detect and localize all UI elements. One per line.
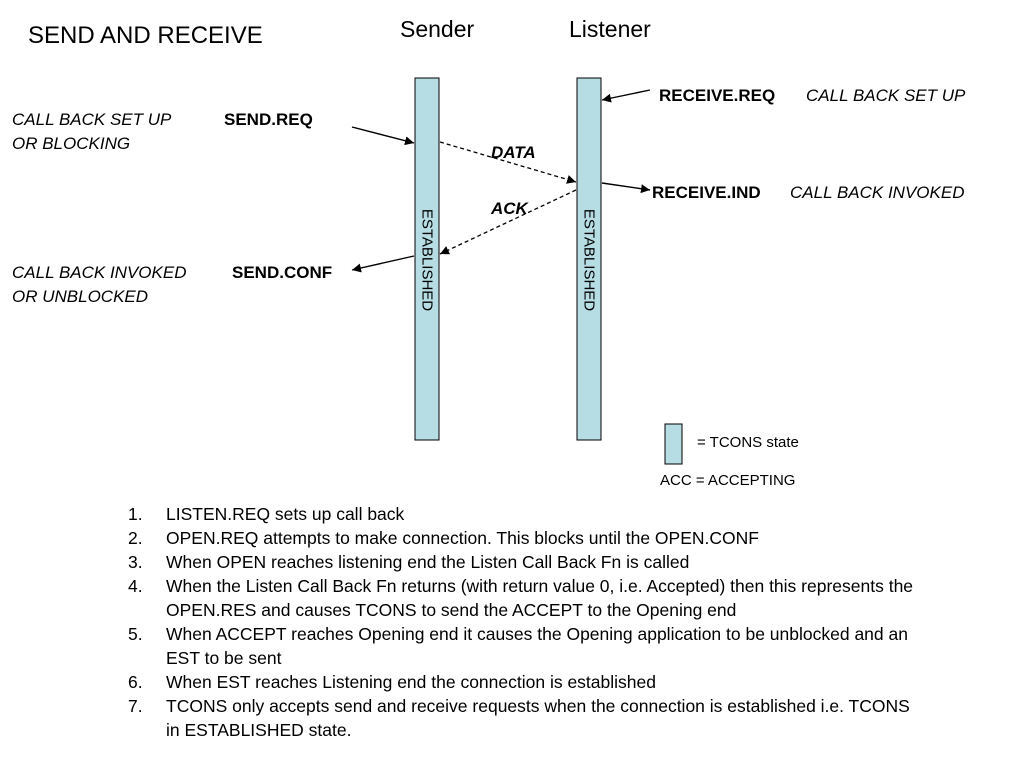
send-req-note-line2: OR BLOCKING <box>12 134 131 153</box>
listener-header: Listener <box>569 16 651 42</box>
send-req-note-line1: CALL BACK SET UP <box>12 110 172 129</box>
list-item: 7. TCONS only accepts send and receive re… <box>128 694 918 742</box>
note-number: 5. <box>128 624 143 644</box>
legend-swatch <box>664 423 683 465</box>
send-req-label: SEND.REQ <box>224 110 313 129</box>
note-number: 7. <box>128 696 143 716</box>
send-conf-note-line1: CALL BACK INVOKED <box>12 263 187 282</box>
notes-list: 1. LISTEN.REQ sets up call back 2. OPEN.RE… <box>128 502 918 742</box>
diagram-title: SEND AND RECEIVE <box>28 22 263 49</box>
note-number: 6. <box>128 672 143 692</box>
list-item: 1. LISTEN.REQ sets up call back <box>128 502 918 526</box>
receive-req-note: CALL BACK SET UP <box>806 86 966 105</box>
list-item: 2. OPEN.REQ attempts to make connection. … <box>128 526 918 550</box>
data-message-arrow <box>439 141 577 184</box>
sender-established-label: ESTABLISHED <box>418 208 436 312</box>
sender-state-bar <box>414 77 440 441</box>
note-text: When OPEN reaches listening end the List… <box>166 552 690 572</box>
note-number: 3. <box>128 552 143 572</box>
note-text: TCONS only accepts send and receive requ… <box>166 696 910 740</box>
listener-established-label: ESTABLISHED <box>580 208 598 312</box>
list-item: 3. When OPEN reaches listening end the Li… <box>128 550 918 574</box>
note-number: 4. <box>128 576 143 596</box>
list-item: 5. When ACCEPT reaches Opening end it cau… <box>128 622 918 670</box>
receive-ind-label: RECEIVE.IND <box>652 183 761 202</box>
send-req-arrow <box>351 126 415 146</box>
ack-message-label: ACK <box>491 199 528 218</box>
send-conf-note-line2: OR UNBLOCKED <box>12 287 149 306</box>
note-text: When EST reaches Listening end the conne… <box>166 672 656 692</box>
note-number: 1. <box>128 504 143 524</box>
receive-ind-note: CALL BACK INVOKED <box>790 183 965 202</box>
listener-state-bar <box>576 77 602 441</box>
list-item: 4. When the Listen Call Back Fn returns (… <box>128 574 918 622</box>
receive-ind-arrow <box>601 182 651 194</box>
data-message-label: DATA <box>491 143 536 162</box>
note-number: 2. <box>128 528 143 548</box>
note-text: OPEN.REQ attempts to make connection. Th… <box>166 528 759 548</box>
note-text: When ACCEPT reaches Opening end it cause… <box>166 624 908 668</box>
sender-header: Sender <box>400 16 475 42</box>
send-conf-arrow <box>351 255 415 273</box>
legend-swatch-meaning: = TCONS state <box>697 434 799 451</box>
note-text: When the Listen Call Back Fn returns (wi… <box>166 576 914 620</box>
receive-req-label: RECEIVE.REQ <box>659 86 776 105</box>
list-item: 6. When EST reaches Listening end the con… <box>128 670 918 694</box>
receive-req-arrow <box>601 89 651 103</box>
legend-acc-definition: ACC = ACCEPTING <box>660 472 796 489</box>
note-text: LISTEN.REQ sets up call back <box>166 504 405 524</box>
send-conf-label: SEND.CONF <box>232 263 333 282</box>
